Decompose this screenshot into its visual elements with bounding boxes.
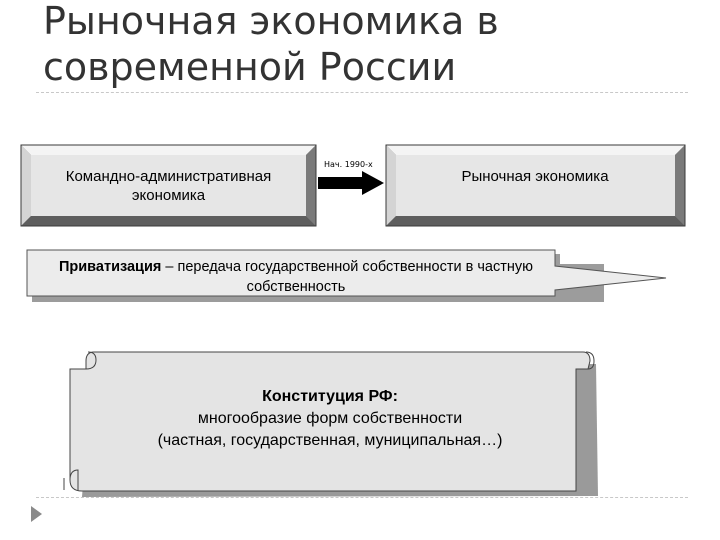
bottom-divider <box>36 497 688 498</box>
left-box <box>20 144 317 227</box>
privatization-definition: – передача государственной собственности… <box>161 259 533 295</box>
constitution-heading: Конституция РФ: <box>262 388 398 405</box>
arrow-label: Нач. 1990-х <box>324 160 373 169</box>
privatization-text: Приватизация – передача государственной … <box>36 257 556 297</box>
bullet-arrow-icon <box>31 506 42 522</box>
privatization-arrow <box>26 249 667 302</box>
privatization-term: Приватизация <box>58 259 162 275</box>
constitution-text: Конституция РФ: многообразие форм собств… <box>95 386 565 452</box>
slide-title: Рыночная экономика в современной России <box>43 0 499 89</box>
left-box-label: Командно-административная экономика <box>65 168 272 204</box>
constitution-line-2: (частная, государственная, муниципальная… <box>157 432 503 449</box>
constitution-line-1: многообразие форм собственности <box>197 410 463 427</box>
right-box-label: Рыночная экономика <box>461 168 609 185</box>
constitution-scroll <box>63 351 598 497</box>
title-divider <box>36 92 688 93</box>
right-box <box>385 144 686 227</box>
transition-arrow <box>318 171 384 195</box>
